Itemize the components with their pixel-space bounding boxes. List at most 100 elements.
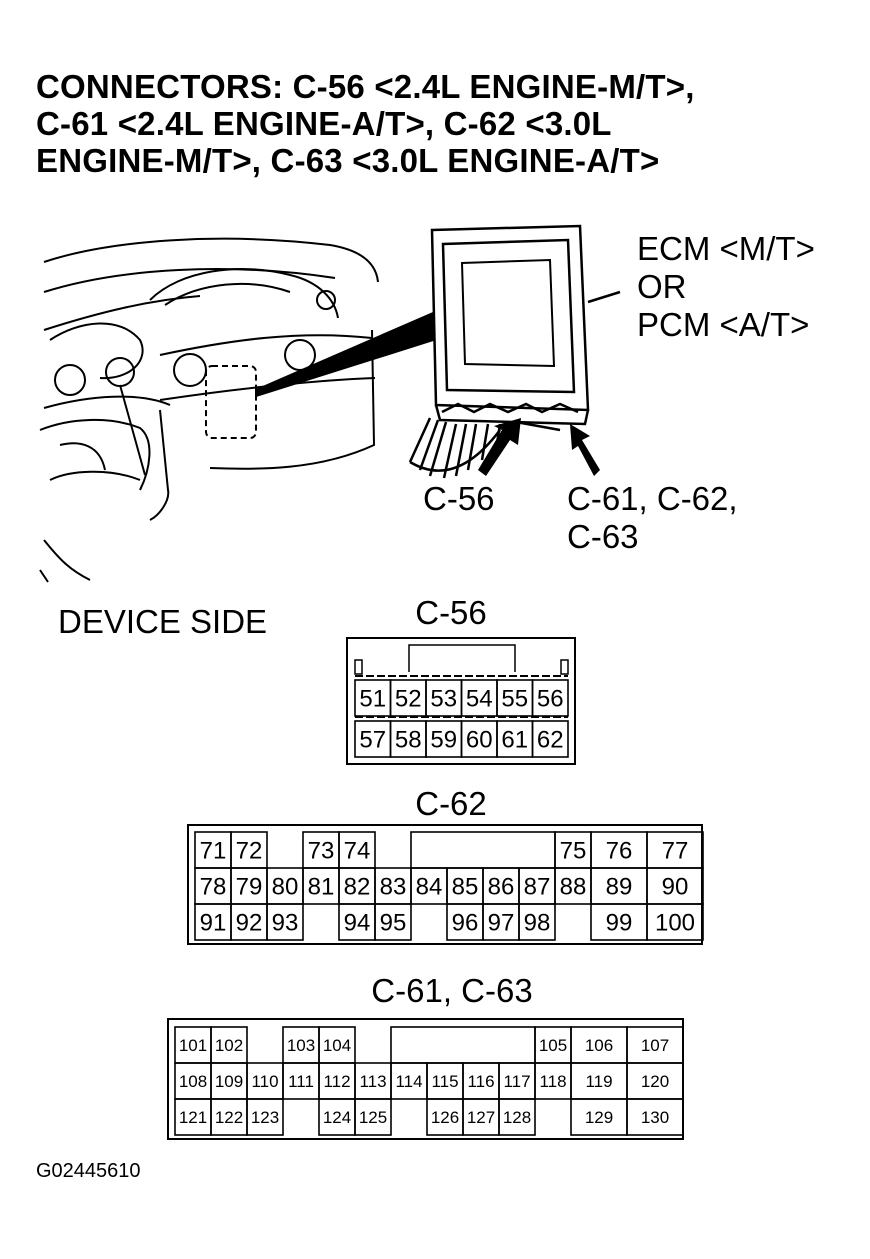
ecm-module (408, 224, 621, 479)
c61-pin-130-cell (626, 1098, 684, 1136)
c62-pin-81-label: 81 (308, 874, 335, 901)
c61-pin-122-label: 122 (215, 1108, 243, 1127)
c62-title: C-62 (415, 785, 487, 822)
c61-pin-107-label: 107 (641, 1036, 669, 1055)
c56-pin-59-label: 59 (430, 727, 457, 754)
callout-c61-line2: C-63 (567, 518, 639, 555)
c61-pin-119-label: 119 (585, 1072, 612, 1091)
c62-pin-93-label: 93 (272, 910, 299, 937)
c61-pin-112-label: 112 (323, 1072, 350, 1091)
c62-pin-97-label: 97 (488, 910, 515, 937)
c61-pin-113-label: 113 (359, 1072, 386, 1091)
c61-pin-105-label: 105 (539, 1036, 567, 1055)
figure-id: G02445610 (36, 1160, 141, 1182)
title-line-2: C-61 <2.4L ENGINE-A/T>, C-62 <3.0L (36, 105, 612, 142)
c62-pin-100-label: 100 (655, 910, 695, 937)
c56-pin-56-cell (531, 679, 569, 717)
c61-pin-117-label: 117 (503, 1072, 530, 1091)
title-line-3: ENGINE-M/T>, C-63 <3.0L ENGINE-A/T> (36, 142, 660, 179)
c62-pin-85-label: 85 (452, 874, 479, 901)
c62-pin-76-label: 76 (606, 838, 633, 865)
c62-pin-71-label: 71 (200, 838, 227, 865)
c56-pin-60-label: 60 (466, 727, 493, 754)
callout-c61-line1: C-61, C-62, (567, 480, 738, 517)
c61-pin-111-label: 111 (288, 1072, 314, 1091)
c62-pin-90-label: 90 (662, 874, 689, 901)
c61-pin-129-label: 129 (585, 1108, 613, 1127)
c61-pin-108-label: 108 (179, 1072, 207, 1091)
c62-pin-95-cell (374, 903, 412, 941)
c62-pin-95-label: 95 (380, 910, 407, 937)
c62-pin-100-cell (646, 903, 704, 941)
c61-pin-103-label: 103 (287, 1036, 315, 1055)
c56-pin-55-label: 55 (501, 686, 528, 713)
c61-pin-106-label: 106 (585, 1036, 613, 1055)
c61-pin-109-label: 109 (215, 1072, 243, 1091)
c62-pin-key (410, 831, 556, 869)
c62-pin-88-label: 88 (560, 874, 587, 901)
page-title: CONNECTORS: C-56 <2.4L ENGINE-M/T>, C-61… (36, 68, 836, 179)
c62-pin-80-label: 80 (272, 874, 299, 901)
c56-pin-62-cell (531, 720, 569, 758)
c62-pin-79-label: 79 (236, 874, 263, 901)
c61-pin-128-cell (498, 1098, 536, 1136)
c61-pin-125-cell (354, 1098, 392, 1136)
module-label-or: OR (637, 268, 687, 305)
c61-pin-124-label: 124 (323, 1108, 351, 1127)
title-line-1: CONNECTORS: C-56 <2.4L ENGINE-M/T>, (36, 68, 695, 105)
c56-pin-58-label: 58 (395, 727, 422, 754)
c61-pin-127-label: 127 (467, 1108, 495, 1127)
callout-c56: C-56 (423, 480, 495, 517)
c56-pin-56-label: 56 (537, 686, 564, 713)
c61-pin-126-label: 126 (431, 1108, 459, 1127)
c61-pin-114-label: 114 (395, 1072, 422, 1091)
dashboard-illustration (39, 237, 448, 583)
c62-pin-92-label: 92 (236, 910, 263, 937)
c56-pin-61-label: 61 (501, 727, 528, 754)
c62-pin-99-label: 99 (606, 910, 633, 937)
c61-pin-128-label: 128 (503, 1108, 531, 1127)
arrow-c61 (570, 424, 600, 476)
c62-pin-84-label: 84 (416, 874, 443, 901)
c61-pin-125-label: 125 (359, 1108, 387, 1127)
c62-pin-72-label: 72 (236, 838, 263, 865)
c61-pin-102-label: 102 (215, 1036, 243, 1055)
c61-pin-123-label: 123 (251, 1108, 279, 1127)
c56-pin-53-label: 53 (430, 686, 457, 713)
c61-pin-120-label: 120 (641, 1072, 669, 1091)
c62-pin-83-label: 83 (380, 874, 407, 901)
c61-pin-104-label: 104 (323, 1036, 351, 1055)
c62-pin-87-label: 87 (524, 874, 551, 901)
c61-pin-116-label: 116 (467, 1072, 494, 1091)
c61-c63-title: C-61, C-63 (371, 972, 532, 1009)
c56-title: C-56 (415, 594, 487, 631)
c56-pin-57-label: 57 (359, 727, 386, 754)
c62-pin-93-cell (266, 903, 304, 941)
c62-pin-75-label: 75 (560, 838, 587, 865)
c61-pin-121-label: 121 (179, 1108, 207, 1127)
c62-pin-94-label: 94 (344, 910, 371, 937)
module-label-ecm: ECM <M/T> (637, 230, 815, 267)
c62-pin-91-label: 91 (200, 910, 227, 937)
c62-pin-74-label: 74 (344, 838, 371, 865)
c62-pin-86-label: 86 (488, 874, 515, 901)
c61-pin-115-label: 115 (431, 1072, 458, 1091)
c56-pin-52-label: 52 (395, 686, 422, 713)
c61-pin-118-label: 118 (539, 1072, 566, 1091)
c61-pin-123-cell (246, 1098, 284, 1136)
c62-pin-82-label: 82 (344, 874, 371, 901)
c61-pin-110-label: 110 (251, 1072, 278, 1091)
c62-pin-98-label: 98 (524, 910, 551, 937)
c62-pin-78-label: 78 (200, 874, 227, 901)
c61-pin-key (390, 1026, 536, 1064)
c61-pin-130-label: 130 (641, 1108, 669, 1127)
c56-pin-62-label: 62 (537, 727, 564, 754)
c62-pin-89-label: 89 (606, 874, 633, 901)
c56-pin-51-label: 51 (359, 686, 386, 713)
device-side-label: DEVICE SIDE (58, 603, 268, 640)
c62-pin-96-label: 96 (452, 910, 479, 937)
